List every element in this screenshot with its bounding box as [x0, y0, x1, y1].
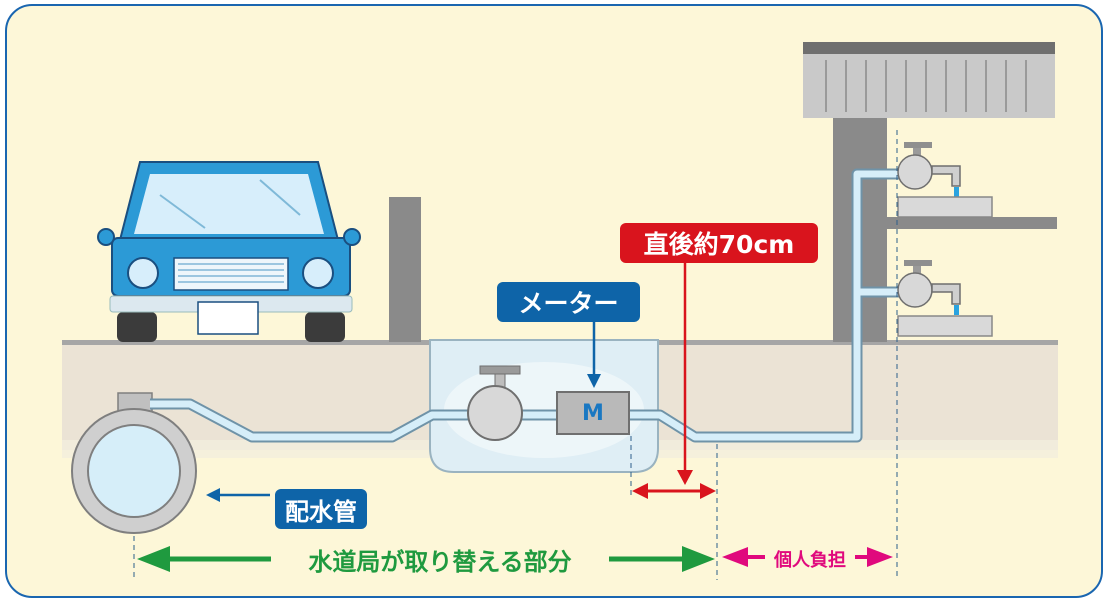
meter-pointer-arrow — [587, 322, 601, 388]
bureau-section-label: 水道局が取り替える部分 — [271, 542, 609, 576]
faucet-lower — [897, 260, 993, 337]
stop-valve — [467, 365, 523, 441]
meter-symbol: M — [582, 400, 604, 426]
distance-span-arrow — [632, 483, 716, 499]
car — [97, 161, 361, 342]
distance-label: 直後約70cm — [620, 223, 818, 263]
faucet-upper — [897, 142, 993, 218]
main-water-pipe — [71, 392, 197, 534]
meter-label: メーター — [497, 282, 640, 322]
service-pipe — [150, 168, 900, 443]
main-pipe-label: 配水管 — [275, 489, 367, 529]
dashed-guide-lines — [133, 130, 898, 580]
distance-pointer-arrow — [677, 263, 693, 485]
water-meter — [556, 391, 630, 435]
fence-post — [389, 197, 421, 342]
personal-section-label: 個人負担 — [765, 545, 855, 573]
main-pipe-pointer-arrow — [206, 488, 270, 502]
